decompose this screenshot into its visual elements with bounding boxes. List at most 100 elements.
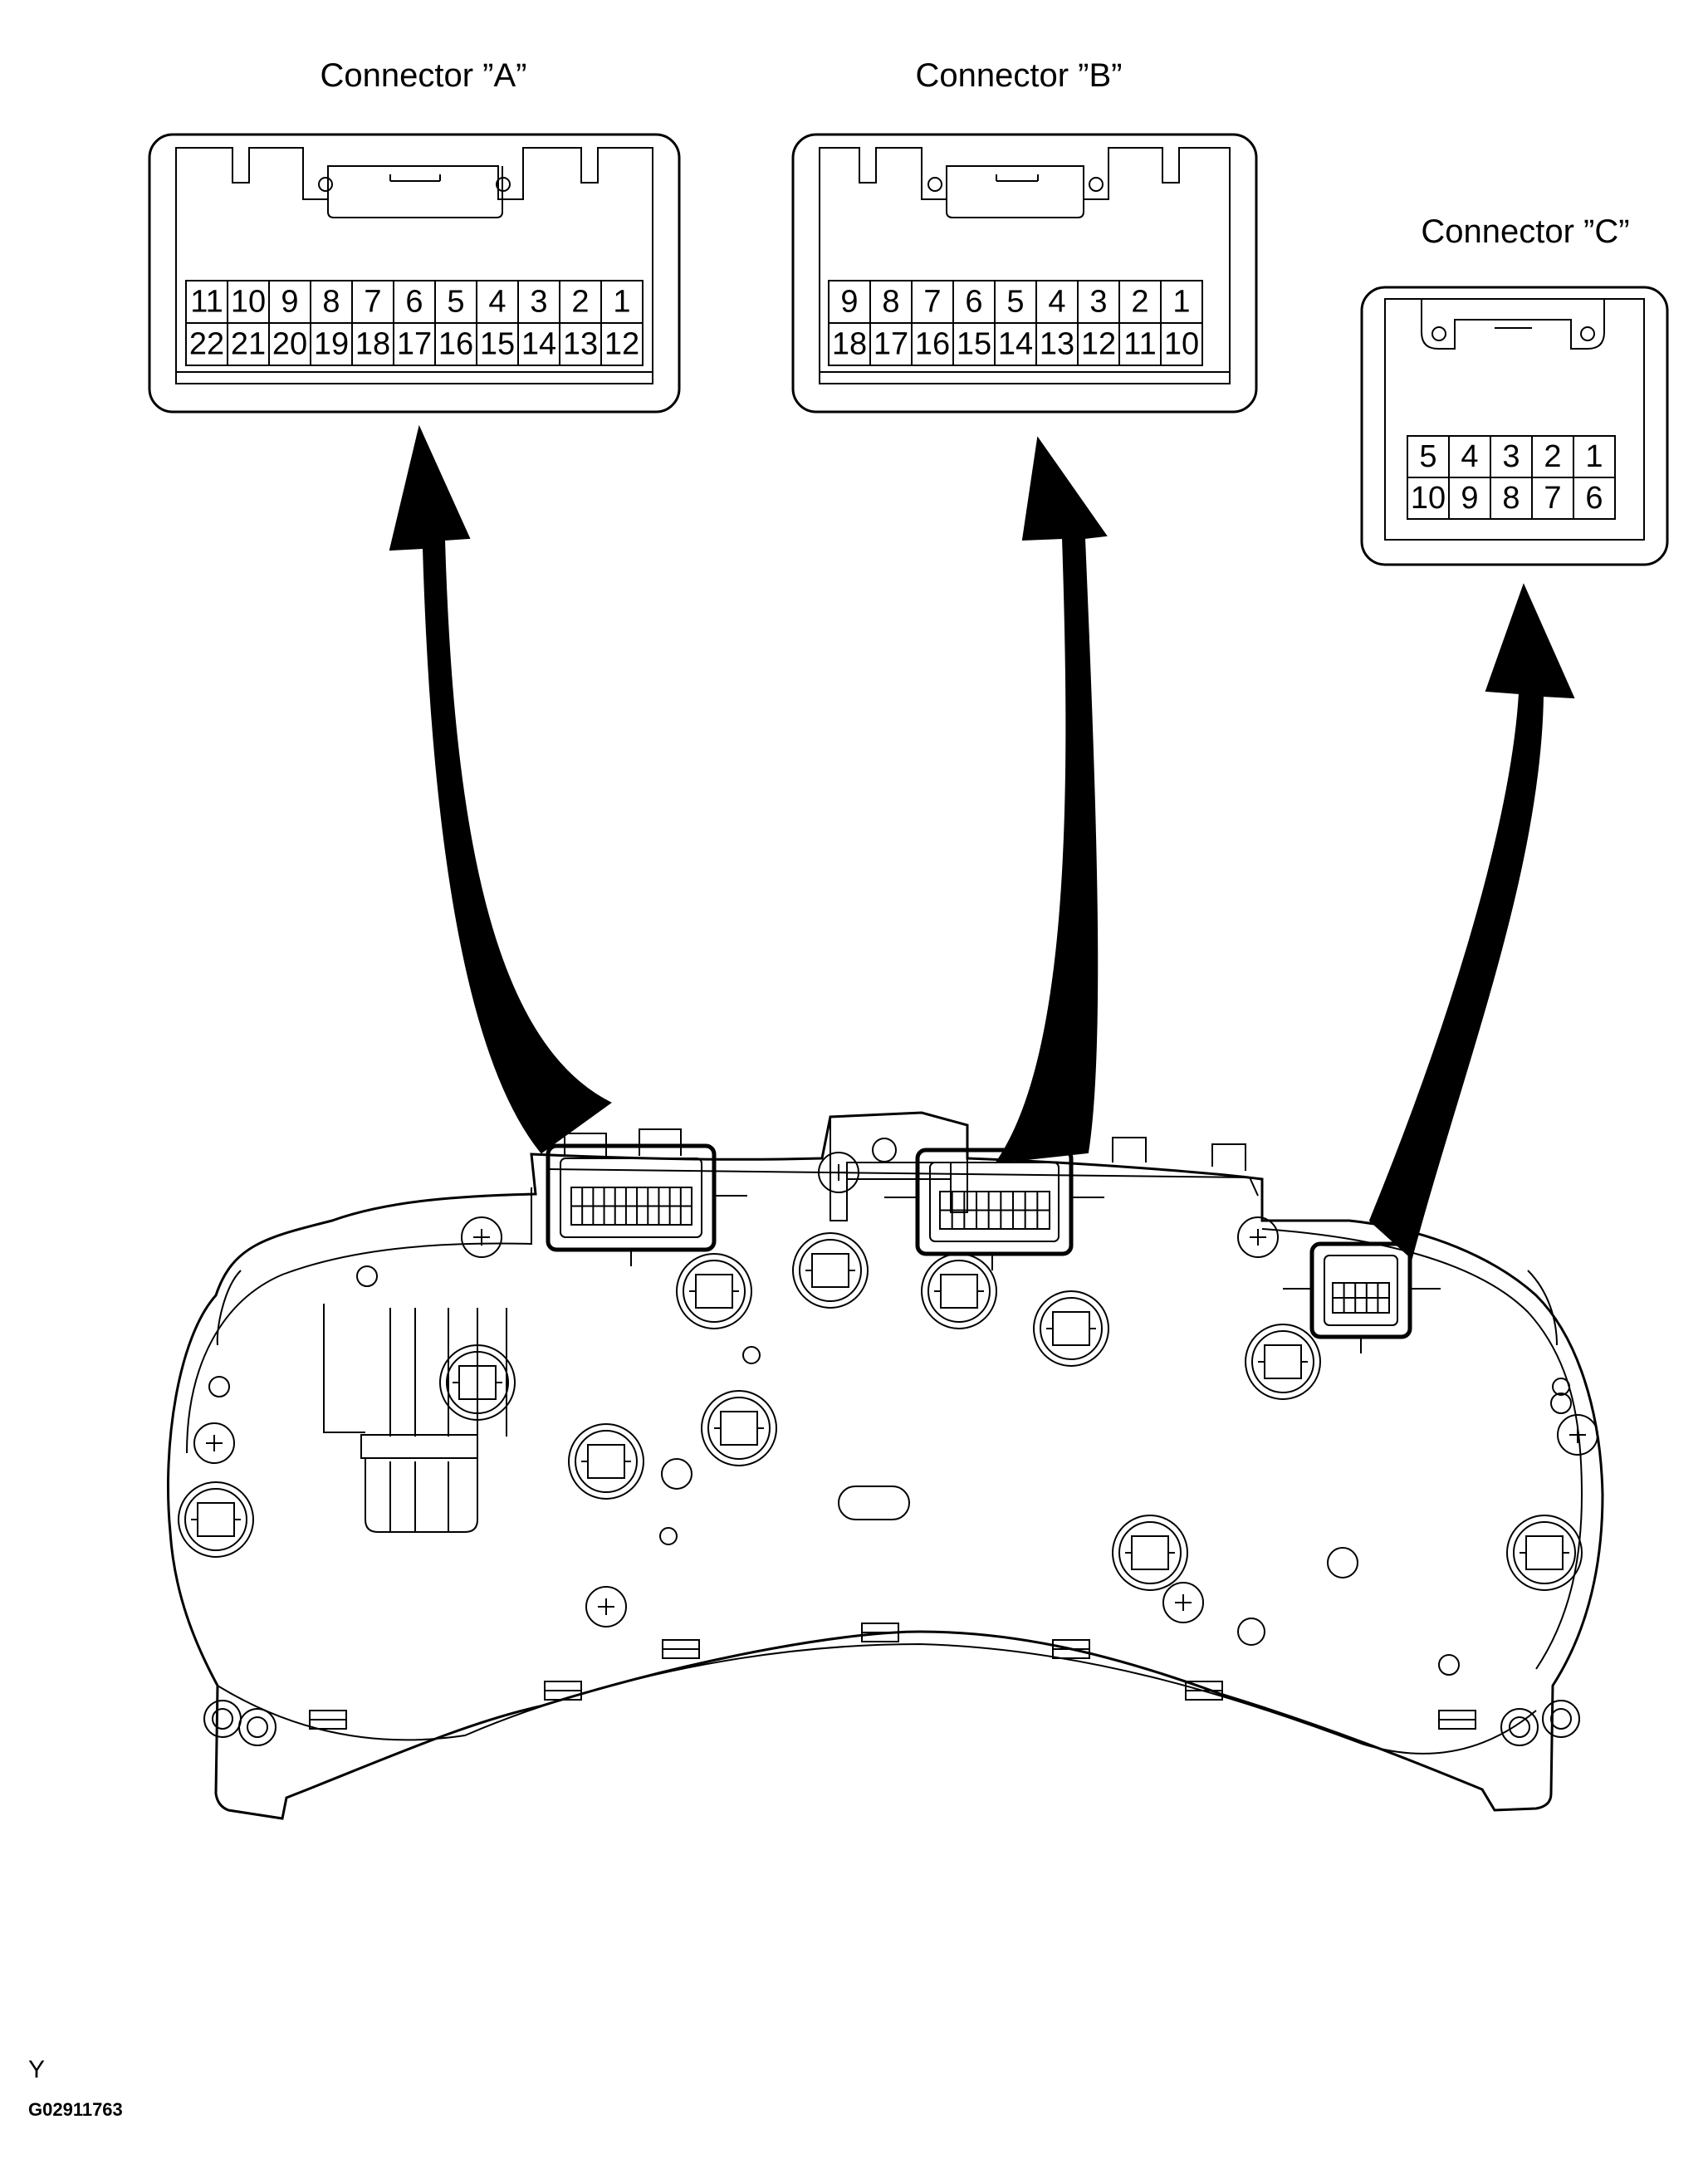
bulb-socket-ring [575, 1430, 638, 1493]
mounting-hole [659, 1527, 678, 1545]
pin-number: 2 [1544, 439, 1561, 474]
mounting-foot-hole [1509, 1716, 1530, 1738]
pin-number: 1 [613, 285, 630, 320]
pin-number: 4 [488, 285, 506, 320]
mounting-hole [356, 1265, 378, 1287]
pin-number: 14 [521, 327, 556, 362]
mounting-hole [1552, 1378, 1570, 1396]
screw-boss [818, 1152, 859, 1193]
pin-number: 8 [322, 285, 340, 320]
pin-number: 1 [1172, 285, 1190, 320]
pin-number: 3 [1089, 285, 1107, 320]
connector-b-label: Connector ”B” [916, 57, 1123, 94]
mounting-foot [203, 1700, 242, 1738]
pin-number: 3 [1502, 439, 1520, 474]
bulb-socket-key [1525, 1535, 1564, 1570]
pin-number: 19 [314, 327, 349, 362]
bulb-socket-key [197, 1502, 235, 1537]
bulb-socket-ring [683, 1260, 746, 1323]
mounting-foot [1500, 1708, 1539, 1746]
bulb-socket [792, 1232, 869, 1309]
bulb-socket-key [940, 1274, 978, 1309]
pin-number: 5 [1006, 285, 1024, 320]
mounting-hole [742, 1346, 761, 1364]
bulb-socket-key [1131, 1535, 1169, 1570]
mounting-hole [1237, 1618, 1265, 1646]
screw-boss [1237, 1216, 1279, 1258]
bulb-socket [178, 1481, 254, 1558]
screw-boss [461, 1216, 502, 1258]
bulb-socket [568, 1423, 644, 1500]
screw-boss [1557, 1414, 1598, 1456]
bulb-socket-key [720, 1411, 758, 1446]
pin-number: 21 [231, 327, 266, 362]
pin-number: 14 [998, 327, 1033, 362]
mounting-foot [238, 1708, 277, 1746]
pin-number: 9 [840, 285, 858, 320]
pin-number: 2 [571, 285, 589, 320]
pin-number: 5 [447, 285, 464, 320]
meter-details [178, 1152, 1598, 1746]
bulb-socket [676, 1253, 752, 1329]
screw-boss [585, 1586, 627, 1627]
bulb-socket [701, 1390, 777, 1466]
screw-boss [193, 1422, 235, 1464]
mounting-hole [208, 1376, 230, 1397]
mounting-hole [661, 1458, 692, 1490]
pin-number: 12 [1081, 327, 1116, 362]
footer-code-letter: Y [28, 2056, 45, 2083]
pin-number: 5 [1419, 439, 1436, 474]
bulb-socket-ring [927, 1260, 991, 1323]
pin-number: 9 [281, 285, 298, 320]
bulb-socket-ring [1513, 1521, 1576, 1584]
arrow-to-connector-b [994, 436, 1108, 1164]
bulb-socket-key [1264, 1344, 1302, 1379]
pin-number: 11 [190, 285, 223, 320]
bulb-socket [1245, 1324, 1321, 1400]
mounting-hole [1438, 1654, 1460, 1676]
bulb-socket-ring [799, 1239, 862, 1302]
bulb-socket-key [811, 1253, 849, 1288]
arrow-to-connector-a [389, 424, 612, 1154]
mounting-foot-hole [212, 1708, 233, 1730]
combination-meter-body [166, 1111, 1604, 1820]
figure-id: G02911763 [28, 2099, 123, 2120]
meter-socket-c [1283, 1241, 1441, 1353]
screw-boss [1162, 1582, 1204, 1623]
pin-number: 3 [530, 285, 547, 320]
pin-number: 2 [1131, 285, 1148, 320]
bulb-socket-ring [1040, 1297, 1103, 1360]
connector-a-label: Connector ”A” [321, 57, 527, 94]
pin-number: 13 [563, 327, 598, 362]
pin-number: 18 [355, 327, 390, 362]
bulb-socket-ring [707, 1397, 771, 1460]
pin-number: 12 [604, 327, 639, 362]
bulb-socket-ring [1118, 1521, 1182, 1584]
pin-number: 6 [965, 285, 982, 320]
pin-number: 13 [1040, 327, 1074, 362]
pin-number: 8 [1502, 481, 1520, 516]
pin-number: 15 [957, 327, 991, 362]
meter-comb-detail [323, 1304, 910, 1533]
pin-number: 6 [1585, 481, 1603, 516]
pin-number: 11 [1123, 327, 1156, 362]
pin-number: 1 [1585, 439, 1603, 474]
bulb-socket-key [695, 1274, 733, 1309]
pin-number: 9 [1461, 481, 1478, 516]
pin-number: 16 [915, 327, 950, 362]
pin-number: 15 [480, 327, 515, 362]
pin-number: 17 [874, 327, 908, 362]
mounting-foot-hole [247, 1716, 268, 1738]
bulb-socket-ring [184, 1488, 247, 1551]
bulb-socket-key [587, 1444, 625, 1479]
pin-number: 4 [1461, 439, 1478, 474]
bulb-socket-key [1052, 1311, 1090, 1346]
mounting-foot-hole [1550, 1708, 1572, 1730]
meter-socket-b [884, 1148, 1104, 1270]
bulb-socket [1506, 1515, 1583, 1591]
mounting-hole [1550, 1393, 1572, 1414]
